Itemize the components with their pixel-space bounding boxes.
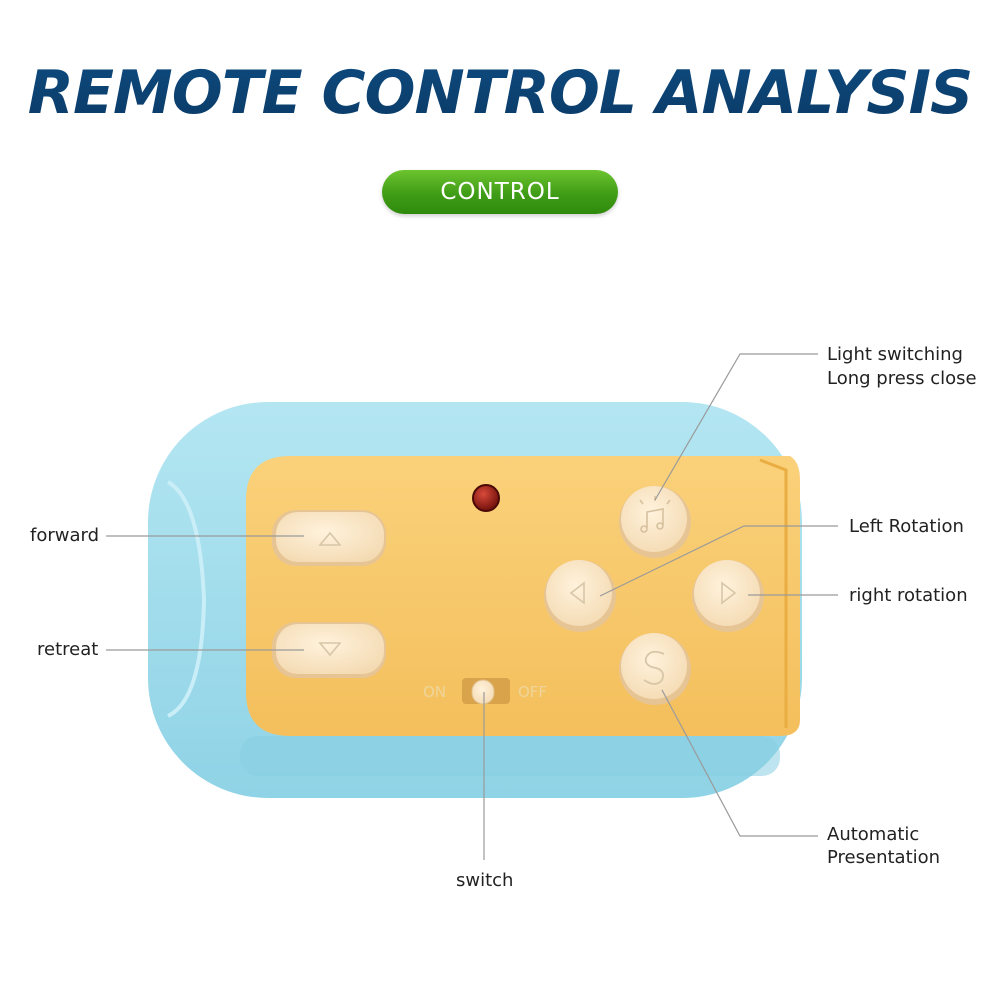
callout-line-light xyxy=(654,353,818,501)
label-long-press-close: Long press close xyxy=(827,368,977,389)
control-badge: CONTROL xyxy=(382,170,618,214)
callout-line-left-rotation xyxy=(599,525,838,597)
callout-line-auto xyxy=(661,689,818,837)
switch-off-mark: OFF xyxy=(518,683,547,701)
label-left-rotation: Left Rotation xyxy=(849,516,964,537)
switch-on-mark: ON xyxy=(423,683,446,701)
music-note-icon xyxy=(639,496,671,533)
retreat-button[interactable] xyxy=(272,622,386,678)
label-light-switching: Light switching xyxy=(827,344,963,365)
triangle-down-icon xyxy=(318,642,342,657)
label-forward: forward xyxy=(30,525,100,546)
body-side-groove xyxy=(166,480,207,718)
triangle-right-icon xyxy=(721,581,737,605)
label-switch: switch xyxy=(456,870,514,891)
triangle-up-icon xyxy=(318,531,342,546)
light-switching-button[interactable] xyxy=(619,486,691,558)
label-retreat: retreat xyxy=(37,639,99,660)
forward-button[interactable] xyxy=(272,510,386,566)
automatic-presentation-button[interactable] xyxy=(619,633,691,705)
panel-edge xyxy=(759,458,788,728)
led-indicator xyxy=(472,484,500,512)
label-presentation: Presentation xyxy=(827,847,941,868)
right-rotation-button[interactable] xyxy=(692,560,764,632)
triangle-left-icon xyxy=(569,581,585,605)
label-automatic: Automatic xyxy=(827,824,920,845)
body-bottom-shade xyxy=(240,736,780,776)
page-title: REMOTE CONTROL ANALYSIS xyxy=(0,58,1000,128)
callout-lines xyxy=(106,353,838,860)
label-right-rotation: right rotation xyxy=(849,585,968,606)
swirl-icon xyxy=(643,650,665,685)
left-rotation-button[interactable] xyxy=(544,560,616,632)
power-switch[interactable] xyxy=(462,678,510,705)
